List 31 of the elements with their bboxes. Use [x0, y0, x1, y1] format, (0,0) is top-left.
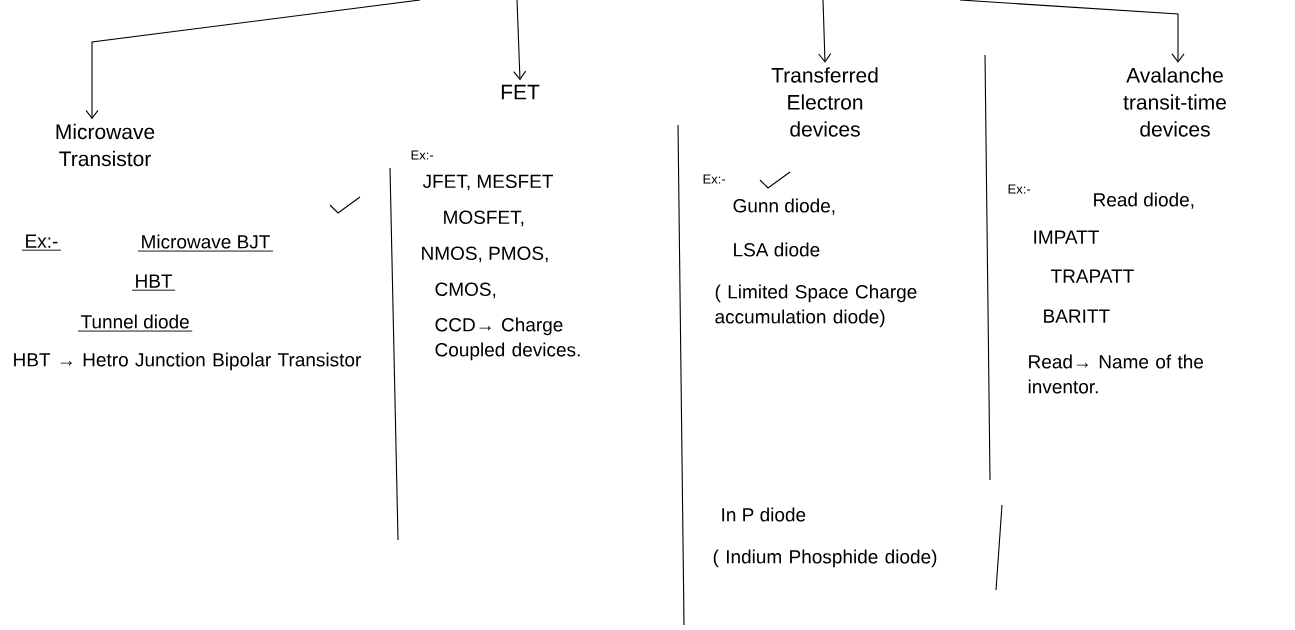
heading-text: FET [501, 84, 540, 100]
heading-text: Avalanche transit-time devices [1123, 67, 1226, 137]
note-text: IMPATT [1034, 230, 1099, 244]
note-text: Ex:- [411, 150, 434, 160]
note-text: TRAPATT [1051, 269, 1134, 283]
note-text: Ex:- [703, 174, 726, 184]
underlined-text: Ex:- [21, 234, 62, 251]
note-text: BARITT [1044, 309, 1110, 323]
note-text: MOSFET, [444, 210, 524, 227]
underlined-text: HBT [131, 274, 176, 291]
note-text: Ex:- [1008, 184, 1031, 194]
note-text: NMOS, PMOS, [422, 246, 548, 263]
heading-text: Microwave Transistor [56, 123, 155, 167]
note-text: In P diode [722, 507, 806, 522]
arrow [513, 0, 527, 81]
note-text: Read diode, [1094, 192, 1194, 209]
note-text: LSA diode [734, 242, 820, 257]
note-text: CMOS, [435, 282, 496, 299]
note-text: JFET, MESFET [422, 174, 553, 191]
note-text: ( Limited Space Charge accumulation diode) [715, 284, 917, 328]
arrow [959, 0, 1185, 63]
note-text: Read→ Name of the inventor. [1028, 354, 1204, 394]
underlined-text: Tunnel diode [77, 314, 193, 332]
arrow [85, 0, 421, 120]
heading-text: Transferred Electron devices [771, 67, 878, 137]
underlined-text: Microwave BJT [137, 234, 274, 252]
arrow [818, 0, 832, 63]
note-text: HBT → Hetro Junction Bipolar Transistor [14, 352, 361, 371]
note-text: CCD→ Charge Coupled devices. [435, 317, 580, 361]
note-text: ( Indium Phosphide diode) [713, 549, 937, 568]
note-text: Gunn diode, [733, 198, 835, 215]
